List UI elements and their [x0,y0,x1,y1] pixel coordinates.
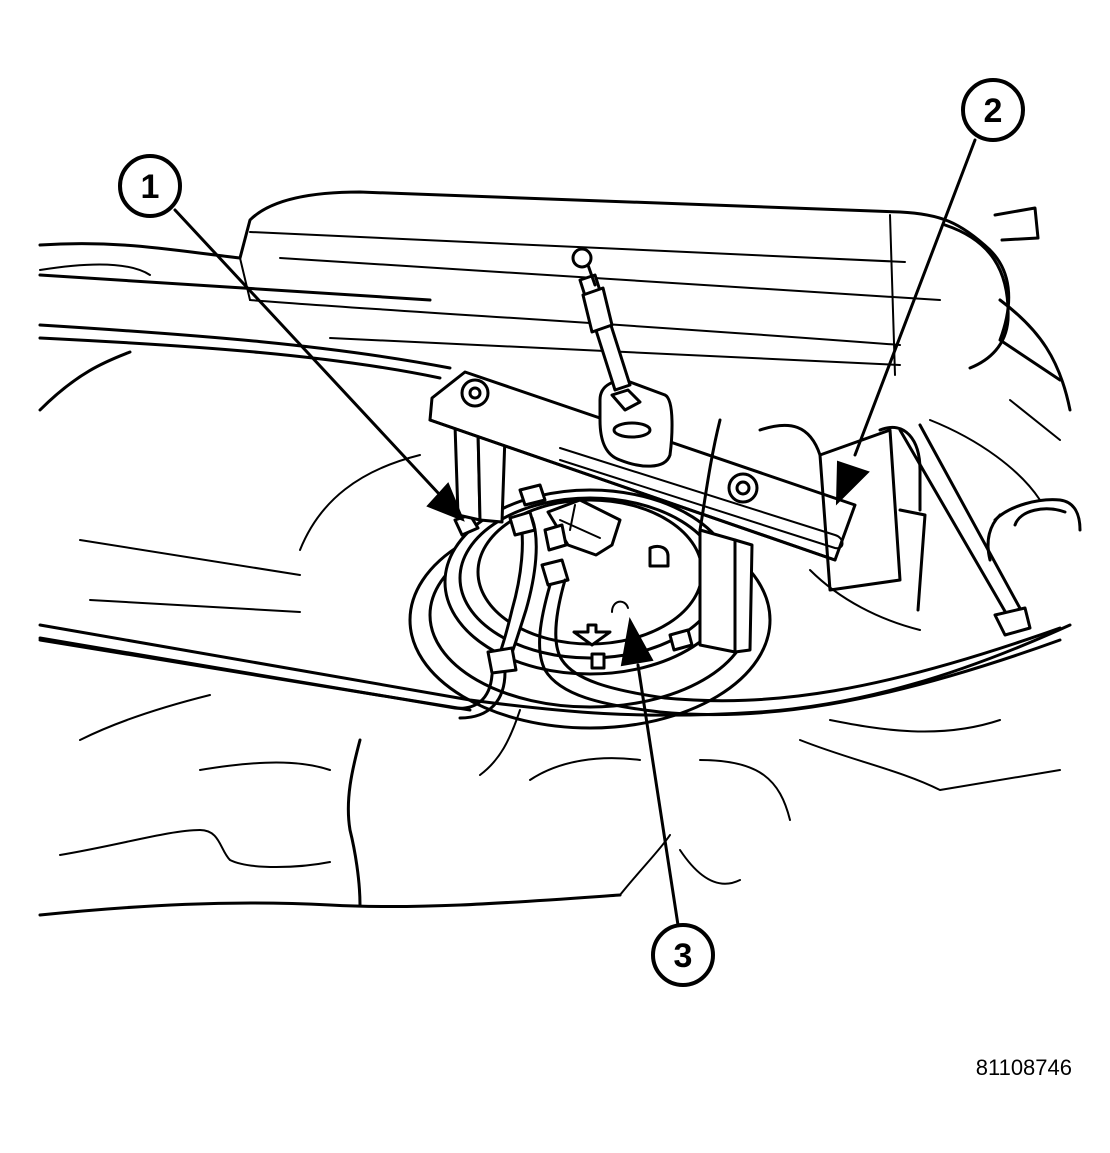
arrowhead-3 [620,617,654,667]
callout-label-2: 2 [984,92,1003,130]
arrowhead-2 [835,460,870,506]
arrowhead-1 [426,482,465,522]
callout-label-3: 3 [674,937,693,975]
figure-id: 81108746 [975,1055,1072,1080]
filler-fitting [898,423,1082,637]
fuel-lines [38,510,1062,720]
bracket [698,418,927,612]
callout-label-1: 1 [141,168,160,206]
callout-2: 2 [961,78,1025,142]
callout-3: 3 [651,923,715,987]
leader-arrows [173,138,977,927]
removal-tool [428,247,857,654]
callout-1: 1 [118,154,182,218]
